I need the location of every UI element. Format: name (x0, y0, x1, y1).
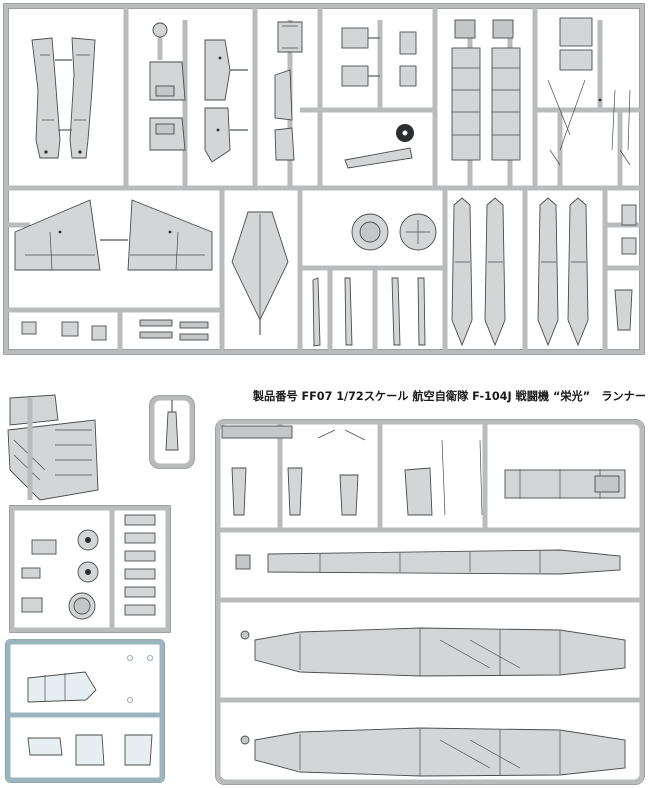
runner-frame-left-middle (9, 505, 171, 633)
part-struts-group (547, 17, 631, 166)
part-small-right (614, 204, 637, 331)
part-intake-halves (31, 37, 96, 159)
runner-caption: 製品番号 FF07 1/72スケール 航空自衛隊 F-104J 戦闘機 “栄光”… (252, 389, 646, 403)
part-wing-halves (14, 199, 213, 271)
part-wheels-group (351, 213, 437, 251)
part-panels-group-a (149, 22, 248, 163)
runner-frame-clear-parts (5, 639, 165, 783)
part-vertical-fin (231, 211, 289, 335)
runner-frame-fuselage (215, 419, 645, 785)
part-panels-group-b (274, 21, 303, 161)
runner-frame-left-nose (7, 394, 99, 501)
part-rods-group (312, 277, 426, 347)
part-gear-bay-group (451, 19, 521, 161)
runner-frame-small (149, 395, 195, 469)
part-drop-tanks (451, 197, 589, 347)
part-small-bottom-left (21, 319, 209, 341)
part-cockpit-group (341, 27, 417, 169)
